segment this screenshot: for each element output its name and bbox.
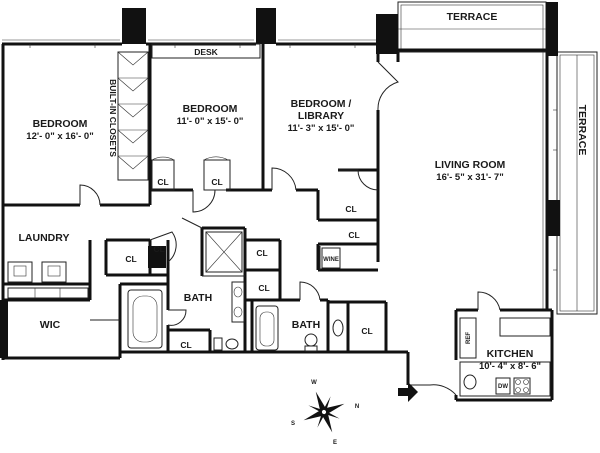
terrace-top-label: TERRACE	[447, 11, 498, 23]
compass-south-label: S	[291, 421, 295, 427]
dw-label: DW	[498, 384, 508, 390]
terrace-top	[397, 1, 547, 53]
bath2-label: BATH	[292, 319, 320, 331]
closet-label: CL	[361, 326, 372, 336]
closet-label: CL	[125, 254, 136, 264]
closet-label: CL	[345, 204, 356, 214]
wine-cabinet	[321, 247, 341, 269]
bedroom3-name-line1: BEDROOM /	[291, 98, 352, 110]
ref-label: REF	[466, 332, 472, 344]
kitchen-dim: 10'- 4" x 8'- 6"	[479, 361, 541, 372]
doors	[79, 61, 501, 396]
compass-east-label: E	[333, 440, 337, 446]
bath2-fixtures	[255, 305, 344, 352]
living-room-name: LIVING ROOM	[435, 159, 506, 171]
compass-north-label: N	[355, 404, 359, 410]
closet-label: CL	[256, 248, 267, 258]
compass-west-label: W	[311, 380, 317, 386]
closet-label: CL	[153, 244, 164, 254]
closet-label: CL	[258, 283, 269, 293]
bedroom1-name: BEDROOM	[33, 118, 88, 130]
laundry-fixtures	[7, 261, 89, 299]
living-room-dim: 16'- 5" x 31'- 7"	[436, 172, 503, 183]
window-marks	[29, 44, 557, 271]
bedroom3-name-line2: LIBRARY	[298, 110, 344, 122]
bath1-fixtures	[127, 231, 245, 351]
interior-walls	[1, 44, 552, 360]
wine-label: WINE	[323, 257, 339, 263]
kitchen-name: KITCHEN	[487, 348, 534, 360]
bath1-label: BATH	[184, 292, 212, 304]
closet-label: CL	[211, 177, 222, 187]
closet-label: CL	[180, 340, 191, 350]
kitchen-fixtures	[459, 317, 551, 397]
desk	[151, 43, 261, 59]
bedroom2-name: BEDROOM	[183, 103, 238, 115]
built-in-closets-label: BUILT-IN CLOSETS	[108, 79, 118, 157]
bedroom3-dim: 11'- 3" x 15'- 0"	[288, 123, 355, 134]
laundry-label: LAUNDRY	[19, 232, 70, 244]
closet-label: CL	[348, 230, 359, 240]
entry-arrow	[398, 382, 418, 402]
terrace-side	[556, 51, 598, 315]
wic-label: WIC	[40, 319, 61, 331]
exterior-walls	[0, 2, 560, 402]
desk-label: DESK	[194, 47, 218, 57]
terrace-side-label: TERRACE	[576, 105, 588, 156]
built-in-closets	[117, 51, 149, 181]
bedroom2-dim: 11'- 0" x 15'- 0"	[177, 116, 244, 127]
bedroom1-dim: 12'- 0" x 16'- 0"	[26, 131, 93, 142]
compass-rose	[303, 391, 345, 433]
closet-label: CL	[157, 177, 168, 187]
